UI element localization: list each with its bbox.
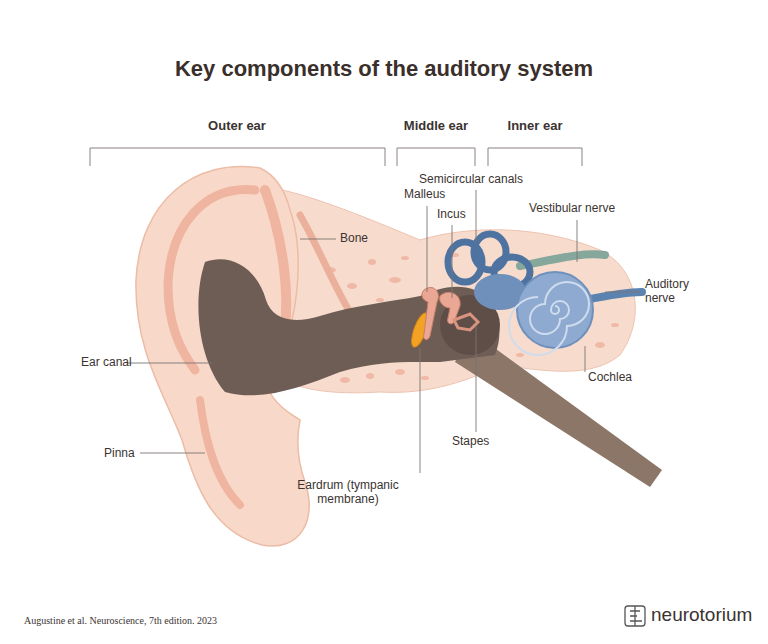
region-label: Outer ear — [177, 118, 297, 134]
auditory-nerve-shape — [585, 292, 642, 300]
stapes-bone — [454, 314, 478, 330]
part-label: Stapes — [452, 434, 512, 448]
part-label: Vestibular nerve — [529, 201, 649, 215]
cochlea-shape — [517, 272, 593, 348]
part-label: Eardrum (tympanic membrane) — [278, 478, 418, 507]
part-label: Semicircular canals — [419, 172, 569, 186]
lobule-fold — [200, 400, 240, 505]
part-label: Ear canal — [81, 355, 151, 369]
region-label: Inner ear — [485, 118, 585, 134]
cochlea-spiral — [509, 282, 589, 355]
part-label: Incus — [437, 207, 497, 221]
part-label: Pinna — [104, 446, 154, 460]
vestibular-nerve-shape — [520, 254, 605, 266]
part-label: Cochlea — [588, 370, 658, 384]
citation-note: Augustine et al. Neuroscience, 7th editi… — [24, 615, 284, 627]
part-label: Auditory nerve — [645, 277, 707, 306]
region-label: Middle ear — [386, 118, 486, 134]
bone-band — [300, 215, 355, 320]
part-label: Bone — [340, 231, 400, 245]
logo-icon — [625, 606, 645, 626]
part-label: Malleus — [404, 187, 474, 201]
leader-lines — [127, 190, 640, 473]
diagram-title: Key components of the auditory system — [0, 56, 768, 82]
region-brackets — [90, 148, 582, 166]
logo-wordmark: neurotorium — [651, 604, 766, 627]
malleus-bone — [422, 288, 439, 340]
